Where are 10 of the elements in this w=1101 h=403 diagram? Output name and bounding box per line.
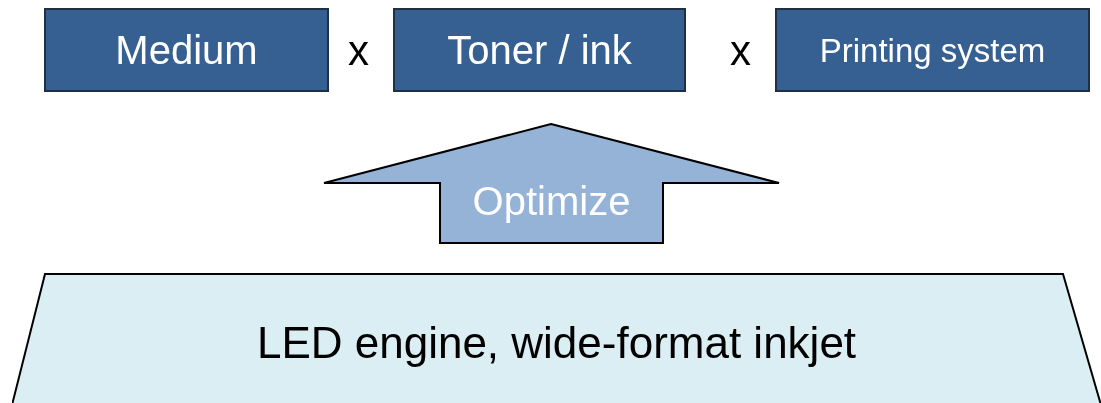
node-label: Medium — [115, 30, 258, 70]
node-label: LED engine, wide-format inkjet — [255, 321, 858, 365]
node-label: Printing system — [819, 33, 1046, 67]
process-box — [44, 8, 329, 92]
process-box — [393, 8, 686, 92]
node-label: Optimize — [471, 181, 632, 221]
multiply-sign: x — [730, 30, 751, 72]
multiply-sign: x — [348, 30, 369, 72]
process-box — [775, 8, 1090, 92]
node-label: Toner / ink — [447, 30, 632, 70]
